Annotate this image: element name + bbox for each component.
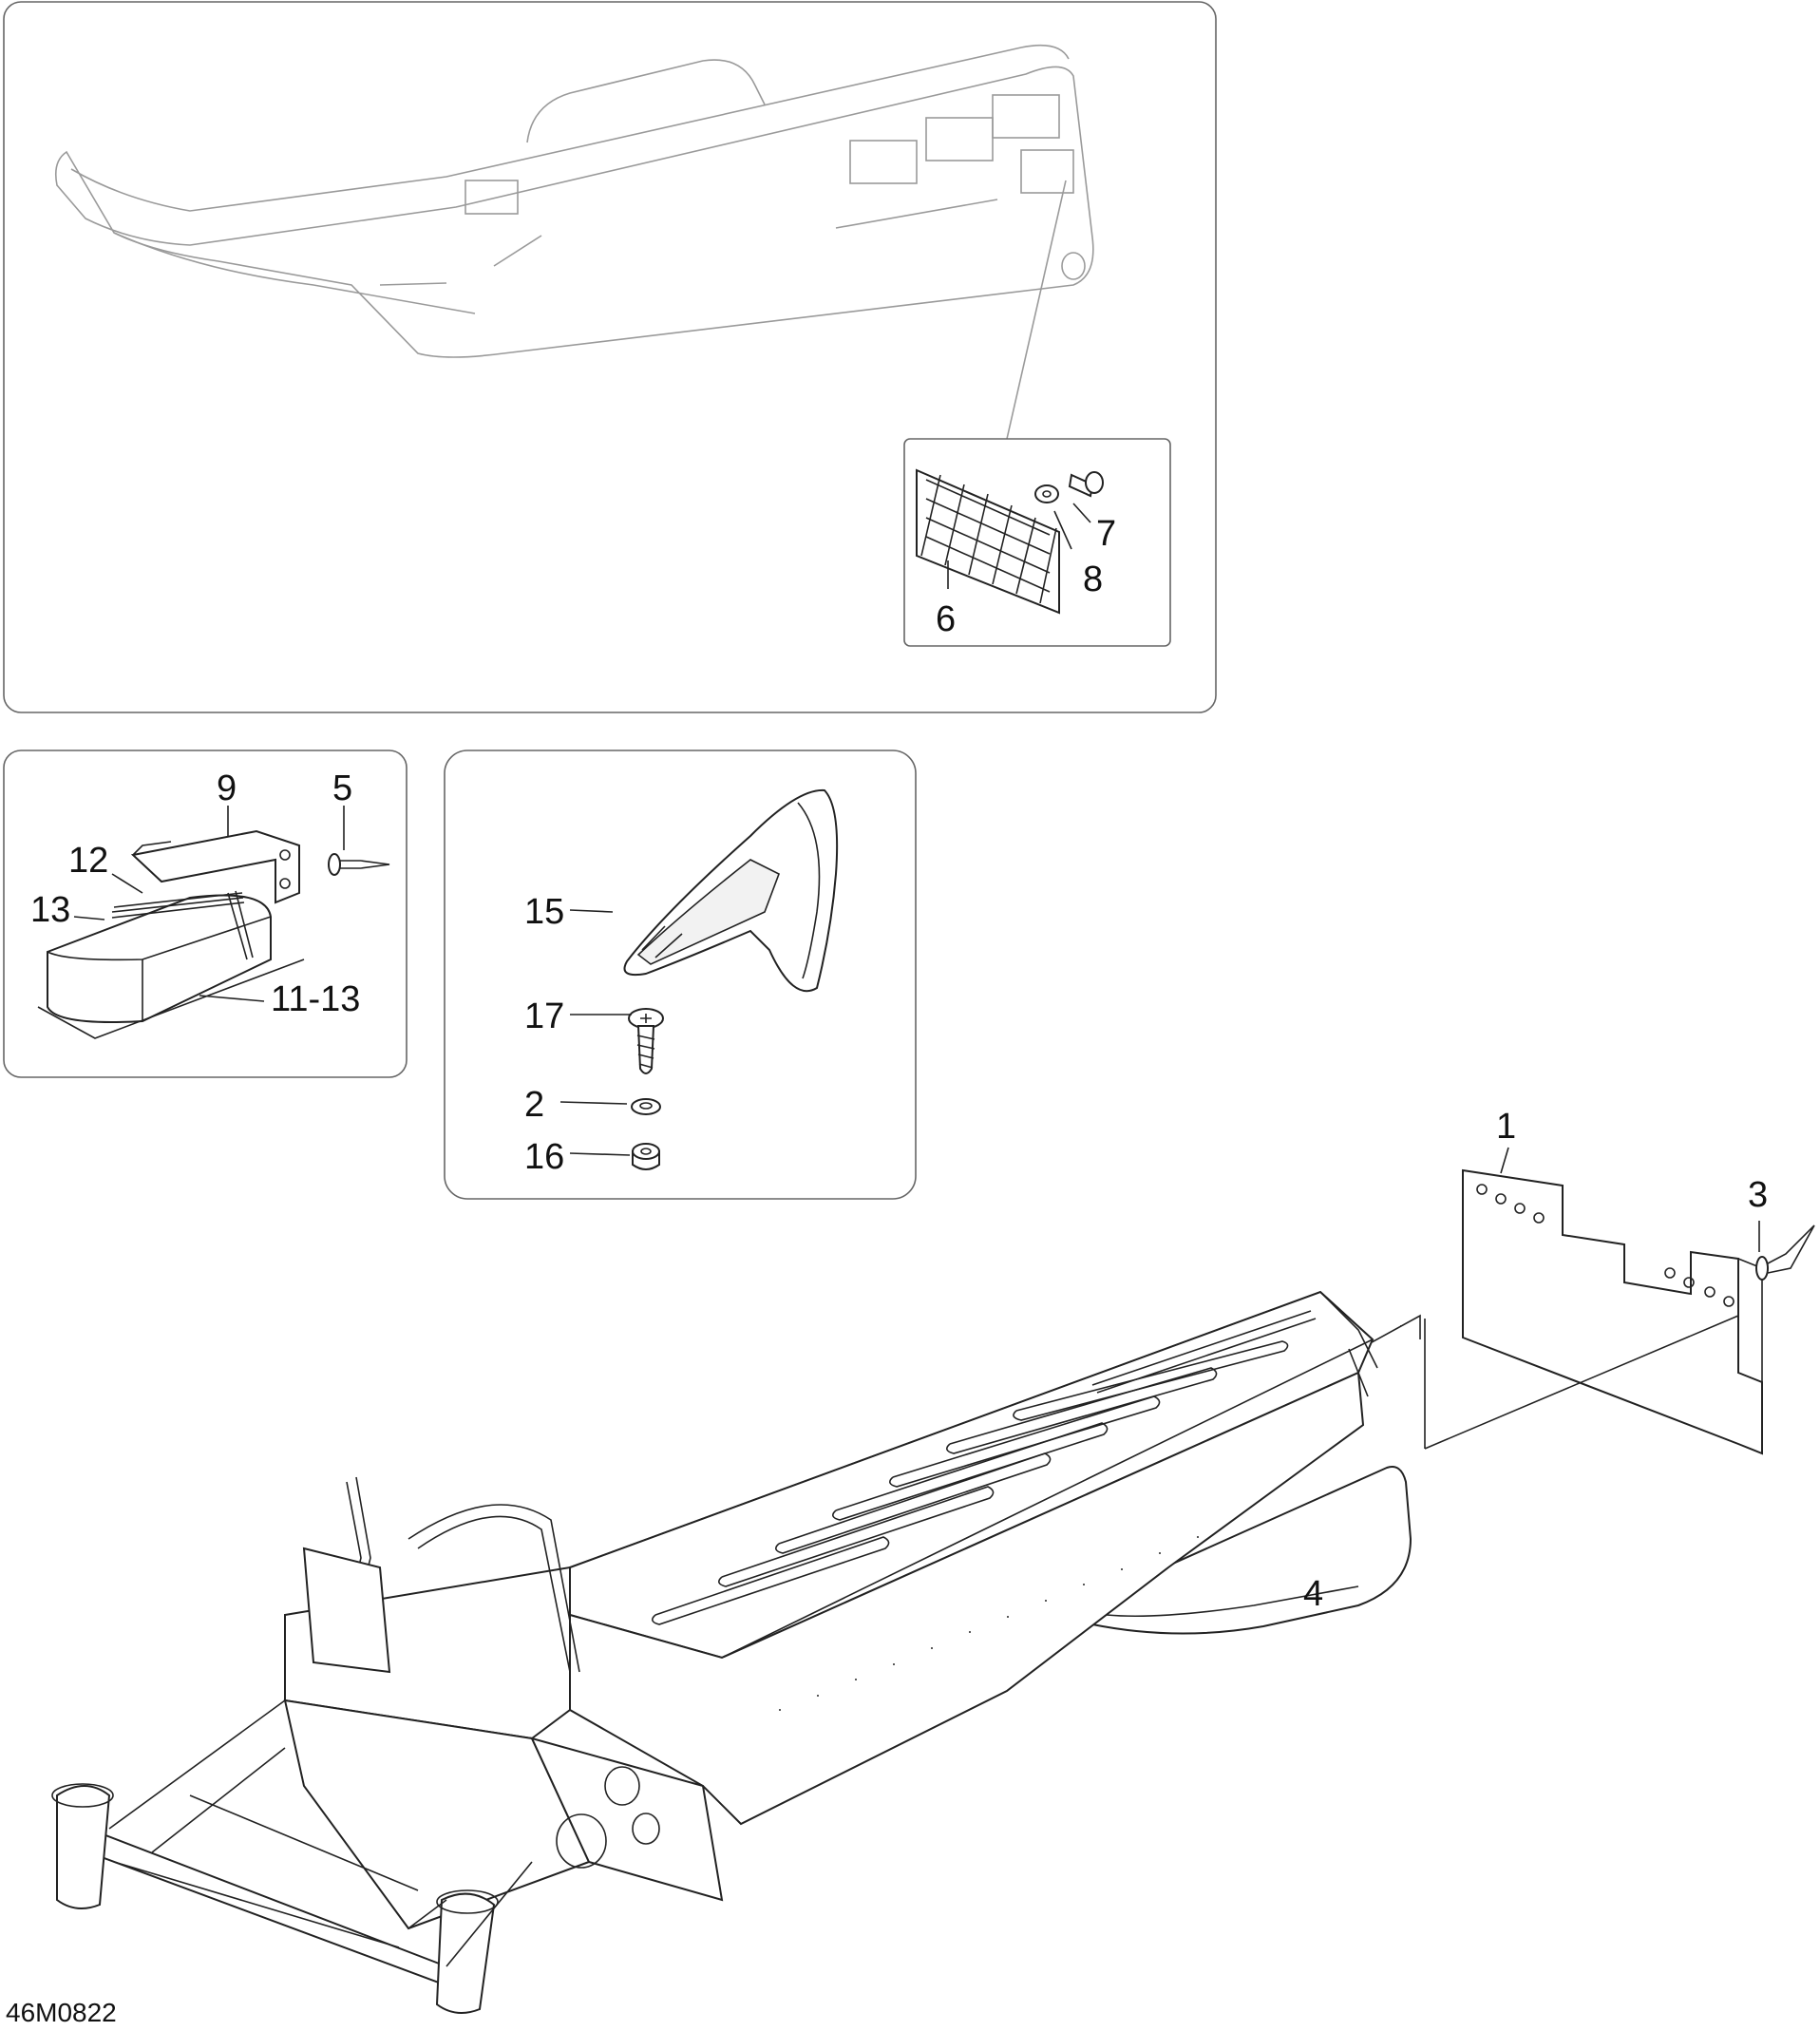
- callout-1: 1: [1496, 1107, 1516, 1147]
- chassis-frame: [51, 1290, 1378, 2014]
- callout-2: 2: [524, 1085, 544, 1125]
- rear-bumper-ghost-outline: [54, 44, 1094, 358]
- panel-guard-hardware: [444, 750, 917, 1200]
- side-guard-part-4: [1087, 1466, 1412, 1635]
- seat-cushion-part-11-13: [37, 890, 305, 1039]
- reflector-location: [1020, 149, 1074, 194]
- reflector-part-6: [916, 468, 1060, 615]
- screw-part-7: [1068, 471, 1104, 498]
- callout-16: 16: [524, 1137, 564, 1177]
- panel-seat-bracket: [3, 750, 408, 1078]
- callout-15: 15: [524, 892, 564, 932]
- panel-rear-bumper: [3, 1, 1217, 713]
- callout-12: 12: [68, 841, 108, 881]
- snow-flap-part-1: [1462, 1168, 1763, 1455]
- washer-part-8: [1034, 484, 1059, 503]
- callout-3: 3: [1748, 1175, 1768, 1215]
- guard-part-15: [623, 788, 839, 993]
- nut-part-16: [632, 1143, 660, 1170]
- reflector-leader: [1006, 180, 1067, 440]
- callout-11-13: 11-13: [271, 979, 360, 1019]
- washer-part-2: [631, 1098, 661, 1115]
- callout-4: 4: [1303, 1574, 1323, 1614]
- callout-13: 13: [30, 890, 70, 930]
- callout-8: 8: [1083, 560, 1103, 599]
- inset-reflector: [903, 438, 1171, 647]
- drawing-code: 46M0822: [6, 1998, 117, 2027]
- callout-5: 5: [332, 769, 352, 808]
- callout-9: 9: [217, 769, 237, 808]
- callout-6: 6: [936, 599, 956, 639]
- bracket-part-9: [130, 829, 300, 904]
- callout-7: 7: [1096, 514, 1116, 554]
- rivet-part-3: [1755, 1224, 1815, 1281]
- screw-part-17: [628, 1008, 664, 1074]
- rivet-part-5: [328, 853, 390, 876]
- callout-17: 17: [524, 997, 564, 1036]
